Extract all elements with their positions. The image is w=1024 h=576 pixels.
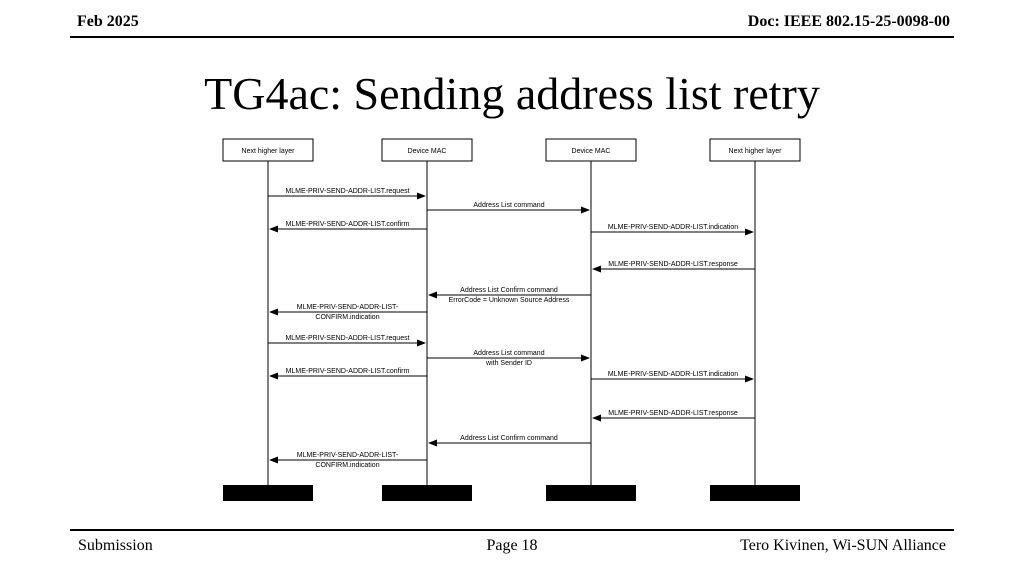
message-label: MLME-PRIV-SEND-ADDR-LIST.confirm [286, 221, 410, 228]
header-date: Feb 2025 [77, 13, 139, 30]
arrow-head [417, 192, 426, 200]
message-label: MLME-PRIV-SEND-ADDR-LIST.request [285, 335, 409, 342]
message-label: Address List command [473, 350, 544, 357]
slide-title: TG4ac: Sending address list retry [204, 68, 820, 119]
lifeline-header-label: Device MAC [572, 148, 611, 155]
arrow-head [592, 265, 601, 273]
lifeline-end-bar [382, 485, 472, 501]
message-label: ErrorCode = Unknown Source Address [449, 297, 570, 304]
message-label: MLME-PRIV-SEND-ADDR-LIST.indication [608, 371, 738, 378]
header-rule [70, 36, 954, 38]
arrow-head [269, 308, 278, 316]
arrow-head [428, 439, 437, 447]
footer-rule [70, 529, 954, 531]
arrow-head [745, 228, 754, 236]
message-label: Address List command [473, 202, 544, 209]
lifeline-end-bar [223, 485, 313, 501]
message-label: MLME-PRIV-SEND-ADDR-LIST.request [285, 188, 409, 195]
message-label: Address List Confirm command [460, 287, 558, 294]
arrow-head [592, 414, 601, 422]
lifeline-header-label: Device MAC [408, 148, 447, 155]
footer-page-number: Page 18 [486, 537, 538, 554]
message-label: CONFIRM.indication [315, 462, 379, 469]
message-label: Address List Confirm command [460, 435, 558, 442]
arrow-head [269, 225, 278, 233]
message-label: MLME-PRIV-SEND-ADDR-LIST.response [608, 410, 738, 417]
arrow-head [428, 291, 437, 299]
message-label: MLME-PRIV-SEND-ADDR-LIST- [297, 304, 399, 311]
message-label: MLME-PRIV-SEND-ADDR-LIST.confirm [286, 368, 410, 375]
message-label: MLME-PRIV-SEND-ADDR-LIST- [297, 452, 399, 459]
arrow-head [417, 339, 426, 347]
arrow-head [269, 372, 278, 380]
arrow-head [745, 375, 754, 383]
message-label: MLME-PRIV-SEND-ADDR-LIST.response [608, 261, 738, 268]
header-doc-id: Doc: IEEE 802.15-25-0098-00 [747, 13, 950, 30]
lifeline-header-label: Next higher layer [729, 148, 783, 155]
message-label: MLME-PRIV-SEND-ADDR-LIST.indication [608, 224, 738, 231]
message-label: CONFIRM.indication [315, 314, 379, 321]
message-label: with Sender ID [485, 360, 532, 367]
lifeline-end-bar [546, 485, 636, 501]
lifeline-header-label: Next higher layer [242, 148, 296, 155]
footer-author: Tero Kivinen, Wi-SUN Alliance [740, 537, 946, 554]
footer-submission: Submission [78, 537, 153, 554]
arrow-head [581, 354, 590, 362]
arrow-head [581, 206, 590, 214]
arrow-head [269, 456, 278, 464]
lifeline-end-bar [710, 485, 800, 501]
